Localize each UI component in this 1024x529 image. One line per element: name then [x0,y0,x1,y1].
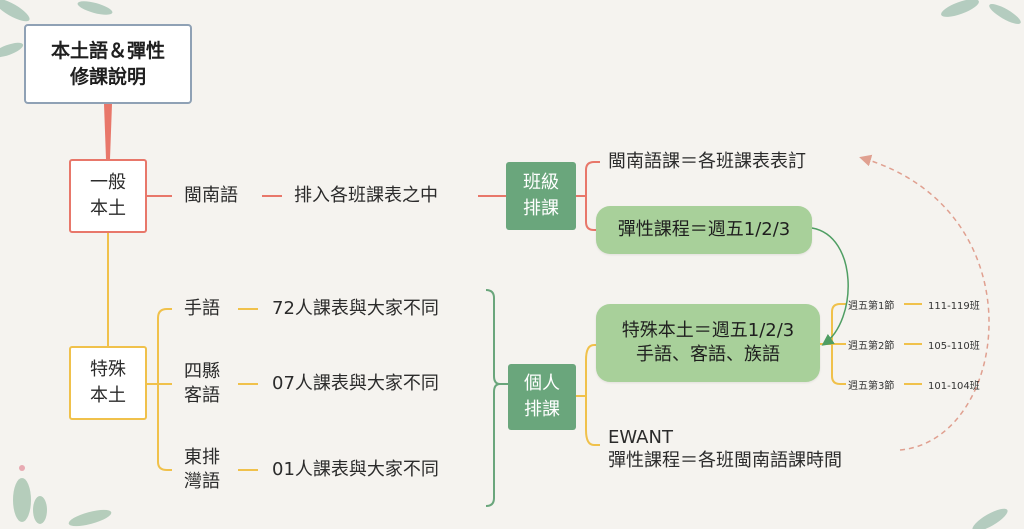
general-arrangement: 排入各班課表之中 [294,185,438,206]
special-item-paiwan-line1: 東排 [184,447,220,468]
title-connector [104,104,112,159]
minnan-outcome: 閩南語課＝各班課表表訂 [608,151,806,172]
title-line2: 修課說明 [69,66,146,88]
period-2-classes: 105-110班 [928,341,980,352]
leaf-decoration-top-right [941,0,1021,24]
special-outcome-line2: 手語、客語、族語 [636,344,780,365]
special-item-hakka-line2: 客語 [184,385,220,406]
title-box: 本土語＆彈性 修課說明 [24,24,192,104]
special-item-hakka-line1: 四縣 [184,361,220,382]
personal-scheduling-box: 個人 排課 [508,364,576,430]
general-label-line1: 一般 [90,172,126,193]
special-item-paiwan-line2: 灣語 [184,471,220,492]
special-note-hakka: 07人課表與大家不同 [272,373,439,394]
general-language: 閩南語 [184,185,238,206]
special-outcome-line1: 特殊本土＝週五1/2/3 [621,320,795,341]
period-1-label: 週五第1節 [848,301,895,312]
special-note-sign-language: 72人課表與大家不同 [272,298,439,319]
title-line1: 本土語＆彈性 [50,40,165,62]
flex-to-special-arrow [811,227,849,346]
special-item-sign-language: 手語 [184,298,220,319]
ewant-line1: EWANT [608,427,673,448]
period-3-classes: 101-104班 [928,381,980,392]
flex-course-text: 彈性課程＝週五1/2/3 [617,219,791,240]
period-1-classes: 111-119班 [928,301,980,312]
ewant-line2: 彈性課程＝各班閩南語課時間 [608,450,842,471]
ewant-to-minnan-arrow [859,154,990,451]
class-scheduling-box: 班級 排課 [506,162,576,230]
special-label-line2: 本土 [90,385,126,406]
special-item-hakka: 四縣 客語 [184,360,220,408]
special-category-box: 特殊 本土 [69,346,147,420]
leaf-decoration-bottom-right [972,508,1008,529]
special-note-paiwan: 01人課表與大家不同 [272,459,439,480]
ewant-outcome: EWANT 彈性課程＝各班閩南語課時間 [608,426,842,472]
cactus-decoration-bottom-left [13,465,112,527]
special-outcome-pill: 特殊本土＝週五1/2/3 手語、客語、族語 [596,304,820,382]
period-2-label: 週五第2節 [848,341,895,352]
personal-scheduling-line1: 個人 [524,373,560,394]
general-label-line2: 本土 [90,198,126,219]
period-3-label: 週五第3節 [848,381,895,392]
flex-course-pill: 彈性課程＝週五1/2/3 [596,206,812,254]
class-scheduling-line1: 班級 [523,172,559,193]
general-category-box: 一般 本土 [69,159,147,233]
special-label-line1: 特殊 [90,359,126,380]
leaf-decoration-top-left [0,0,113,58]
special-item-paiwan: 東排 灣語 [184,446,220,494]
class-scheduling-line2: 排課 [523,198,559,219]
personal-scheduling-line2: 排課 [524,399,560,420]
